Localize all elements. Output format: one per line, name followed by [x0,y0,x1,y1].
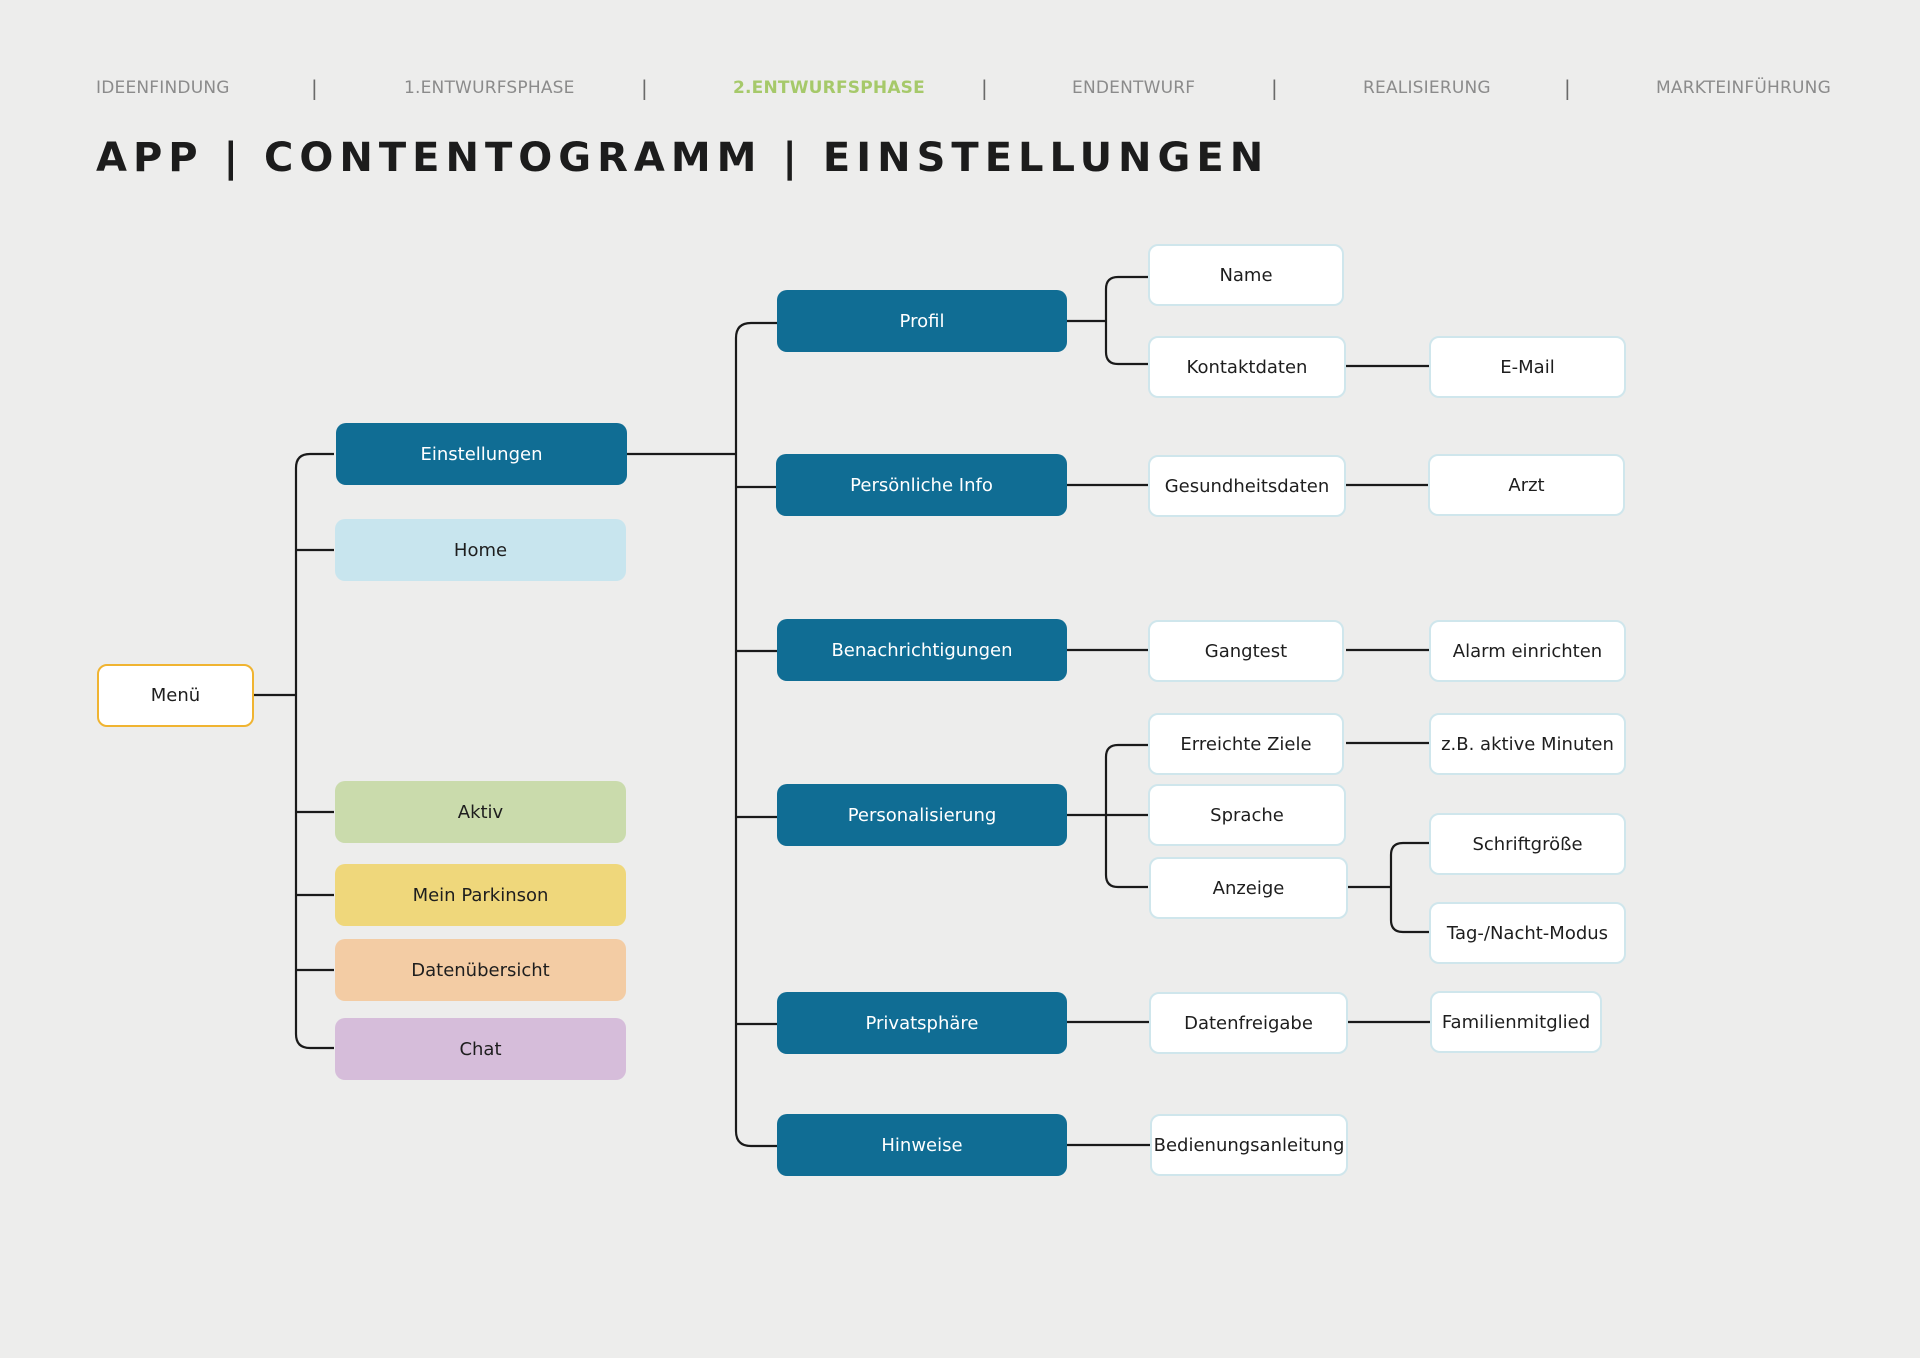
connector [1389,841,1429,934]
phase-separator: | [1271,76,1278,100]
einstellungen-node[interactable]: Einstellungen [336,423,627,485]
benachrichtigungen-node[interactable]: Benachrichtigungen [777,619,1067,681]
alarm-einrichten-node[interactable]: Alarm einrichten [1429,620,1626,682]
aktiv-node[interactable]: Aktiv [335,781,626,843]
home-node[interactable]: Home [335,519,626,581]
schriftgroesse-node[interactable]: Schriftgröße [1429,813,1626,875]
phase-separator: | [981,76,988,100]
page-title: APP | CONTENTOGRAMM | EINSTELLUNGEN [96,135,1270,181]
kontaktdaten-node[interactable]: Kontaktdaten [1148,336,1346,398]
mein-parkinson-node[interactable]: Mein Parkinson [335,864,626,926]
connector [1104,743,1148,889]
erreichte-ziele-node[interactable]: Erreichte Ziele [1148,713,1344,775]
phase-ideenfindung[interactable]: IDEENFINDUNG [96,78,230,98]
phase-separator: | [1564,76,1571,100]
personalisierung-node[interactable]: Personalisierung [777,784,1067,846]
bedienungsanleitung-node[interactable]: Bedienungsanleitung [1150,1114,1348,1176]
anzeige-node[interactable]: Anzeige [1149,857,1348,919]
tag-nacht-modus-node[interactable]: Tag-/Nacht-Modus [1429,902,1626,964]
phase-2-entwurfsphase[interactable]: 2.ENTWURFSPHASE [733,78,925,98]
menu-node[interactable]: Menü [97,664,254,727]
gangtest-node[interactable]: Gangtest [1148,620,1344,682]
connector [1104,275,1148,366]
chat-node[interactable]: Chat [335,1018,626,1080]
datenfreigabe-node[interactable]: Datenfreigabe [1149,992,1348,1054]
phase-realisierung[interactable]: REALISIERUNG [1363,78,1491,98]
arzt-node[interactable]: Arzt [1428,454,1625,516]
connector [734,321,777,1148]
profil-node[interactable]: Profil [777,290,1067,352]
phase-separator: | [311,76,318,100]
datenuebersicht-node[interactable]: Datenübersicht [335,939,626,1001]
name-node[interactable]: Name [1148,244,1344,306]
phase-endentwurf[interactable]: ENDENTWURF [1072,78,1196,98]
connector [294,452,334,1050]
privatsphaere-node[interactable]: Privatsphäre [777,992,1067,1054]
gesundheitsdaten-node[interactable]: Gesundheitsdaten [1148,455,1346,517]
familienmitglied-node[interactable]: Familienmitglied [1430,991,1602,1053]
phase-markteinfuehrung[interactable]: MARKTEINFÜHRUNG [1656,78,1831,98]
phase-separator: | [641,76,648,100]
aktive-minuten-node[interactable]: z.B. aktive Minuten [1429,713,1626,775]
persoenliche-info-node[interactable]: Persönliche Info [776,454,1067,516]
email-node[interactable]: E-Mail [1429,336,1626,398]
hinweise-node[interactable]: Hinweise [777,1114,1067,1176]
sprache-node[interactable]: Sprache [1148,784,1346,846]
phase-1-entwurfsphase[interactable]: 1.ENTWURFSPHASE [404,78,575,98]
